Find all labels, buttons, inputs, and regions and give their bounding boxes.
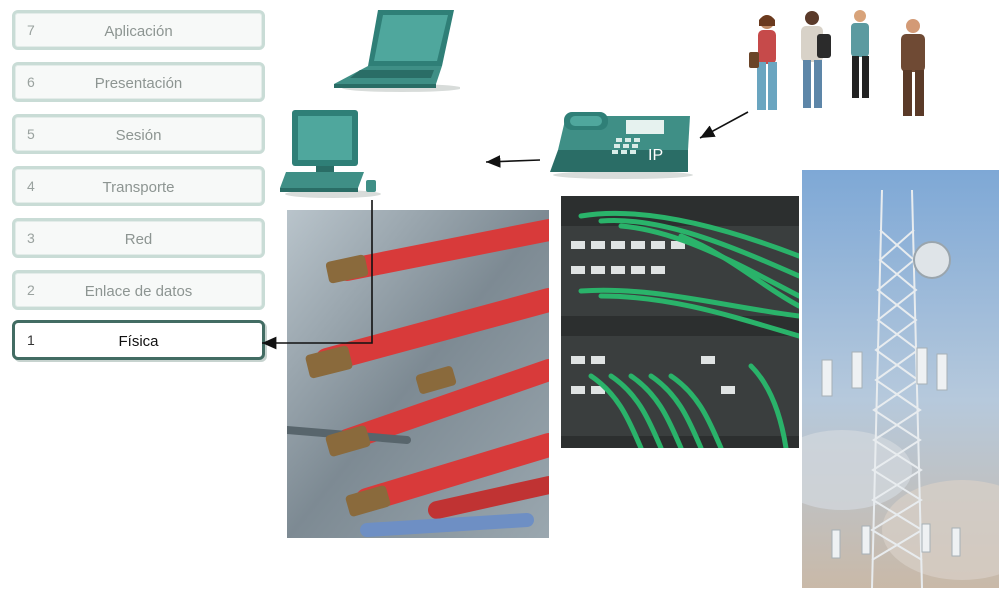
layer-number: 4 [27,178,35,194]
osi-layer-6: 6 Presentación [12,62,265,102]
layer-number: 3 [27,230,35,246]
people-group-icon [749,10,925,116]
person-icon [749,15,777,110]
people-to-phone-arrow [699,111,749,139]
computer-to-physical-arrow [262,200,373,350]
layer-number: 5 [27,126,35,142]
layer-number: 6 [27,74,35,90]
osi-layer-3: 3 Red [12,218,265,258]
phone-to-computer-arrow [485,155,541,168]
osi-layer-5: 5 Sesión [12,114,265,154]
layer-number: 2 [27,282,35,298]
osi-layer-2: 2 Enlace de datos [12,270,265,310]
osi-layer-1-physical: 1 Física [12,320,265,360]
layer-name: Presentación [94,75,183,92]
layer-name: Aplicación [104,23,173,40]
cell-tower-photo [802,170,999,588]
osi-layer-7: 7 Aplicación [12,10,265,50]
fiber-optic-cables-photo [287,210,549,538]
phone-ip-label: IP [648,147,663,164]
layer-name: Transporte [102,179,175,196]
ip-phone-icon: IP [550,112,693,179]
layer-number: 7 [27,22,35,38]
person-icon [851,10,869,98]
layer-number: 1 [27,332,35,348]
layer-name: Sesión [115,127,162,144]
patch-panel-photo [561,196,799,448]
person-icon [901,19,925,116]
layer-name: Red [124,231,153,248]
laptop-icon [334,10,460,92]
layer-name: Física [118,333,159,350]
desktop-computer-icon [280,110,381,198]
osi-layer-4: 4 Transporte [12,166,265,206]
person-icon [801,11,831,108]
layer-name: Enlace de datos [84,283,193,300]
